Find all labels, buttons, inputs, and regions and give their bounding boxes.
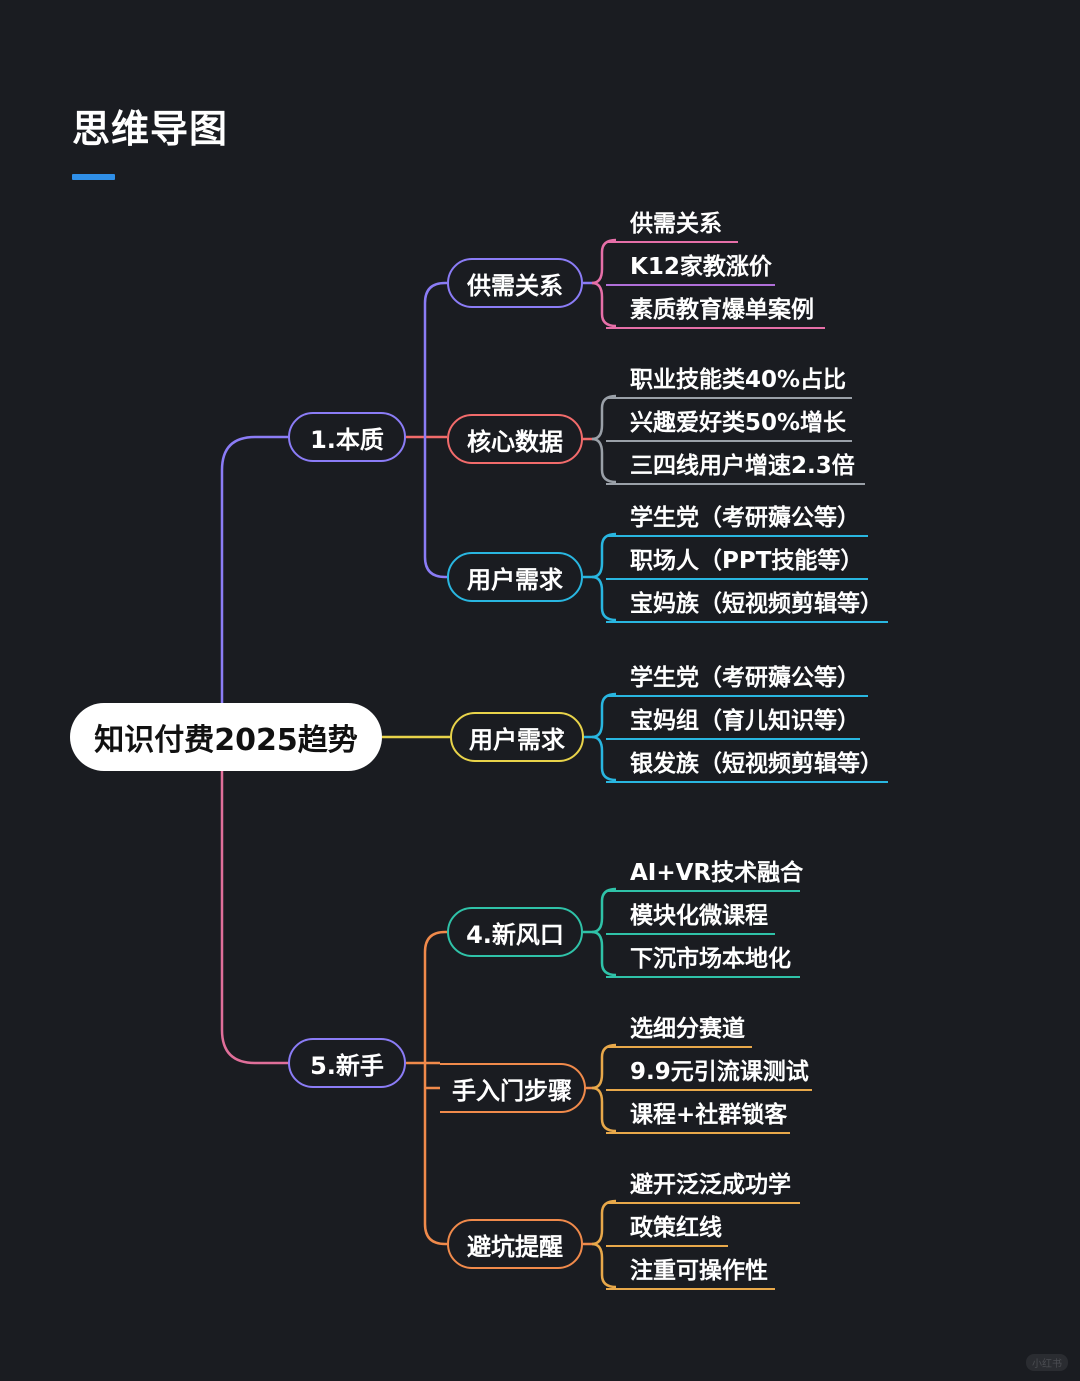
leaf-item: 学生党（考研薅公等） — [630, 665, 860, 691]
leaf-spine-down — [591, 930, 617, 977]
leaf-spine-down — [591, 437, 617, 484]
branch-newbie[interactable]: 5.新手 — [288, 1038, 406, 1088]
sub-branch-supply[interactable]: 供需关系 — [447, 258, 583, 308]
leaf-item: 课程+社群锁客 — [630, 1102, 788, 1128]
leaf-spine-down — [591, 1086, 617, 1133]
leaf-spine-down — [591, 575, 617, 622]
leaf-spine-up — [591, 1199, 617, 1246]
leaf-item: 避开泛泛成功学 — [630, 1172, 791, 1198]
leaf-item: 下沉市场本地化 — [630, 946, 791, 972]
sub-connector-up — [423, 930, 447, 1063]
leaf-item: 素质教育爆单案例 — [630, 297, 814, 323]
leaf-spine-down — [591, 281, 617, 328]
sub-branch-newwind[interactable]: 4.新风口 — [447, 907, 583, 957]
leaf-spine-up — [591, 532, 617, 579]
leaf-item: 宝妈族（短视频剪辑等） — [630, 591, 883, 617]
leaf-item: 注重可操作性 — [630, 1258, 768, 1284]
leaf-spine-up — [591, 692, 617, 739]
leaf-item: K12家教涨价 — [630, 254, 772, 280]
sub-connector-down — [423, 1063, 447, 1246]
watermark: 小红书 — [1026, 1354, 1068, 1371]
leaf-item: 银发族（短视频剪辑等） — [630, 751, 883, 777]
leaf-spine-down — [591, 735, 617, 782]
leaf-spine-up — [591, 1043, 617, 1090]
leaf-item: 学生党（考研薅公等） — [630, 505, 860, 531]
leaf-item: 兴趣爱好类50%增长 — [630, 410, 847, 436]
branch-essence[interactable]: 1.本质 — [288, 412, 406, 462]
sub-connector-down — [423, 437, 447, 579]
root-node[interactable]: 知识付费2025趋势 — [70, 703, 382, 771]
leaf-item: 政策红线 — [630, 1215, 722, 1241]
trunk-down — [220, 771, 290, 1065]
leaf-item: 宝妈组（育儿知识等） — [630, 708, 860, 734]
leaf-item: 选细分赛道 — [630, 1016, 745, 1042]
leaf-item: 9.9元引流课测试 — [630, 1059, 809, 1085]
sub-branch-pitfalls[interactable]: 避坑提醒 — [447, 1219, 583, 1269]
sub-branch-userneed1[interactable]: 用户需求 — [447, 552, 583, 602]
page-title: 思维导图 — [72, 107, 229, 151]
trunk-up — [220, 435, 290, 703]
leaf-item: 职业技能类40%占比 — [630, 367, 847, 393]
leaf-spine-up — [591, 238, 617, 285]
leaf-spine-up — [591, 887, 617, 934]
leaf-spine-up — [591, 394, 617, 441]
sub-branch-steps[interactable]: 手入门步骤 — [440, 1063, 586, 1113]
leaf-item: AI+VR技术融合 — [630, 860, 804, 886]
leaf-item: 模块化微课程 — [630, 903, 768, 929]
sub-branch-coredata[interactable]: 核心数据 — [447, 414, 583, 464]
leaf-spine-down — [591, 1242, 617, 1289]
sub-connector-up — [423, 281, 447, 437]
leaf-item: 职场人（PPT技能等） — [630, 548, 864, 574]
leaf-item: 供需关系 — [630, 211, 722, 237]
branch-user-needs[interactable]: 用户需求 — [450, 712, 584, 762]
title-underline — [72, 174, 115, 180]
leaf-item: 三四线用户增速2.3倍 — [630, 453, 855, 479]
